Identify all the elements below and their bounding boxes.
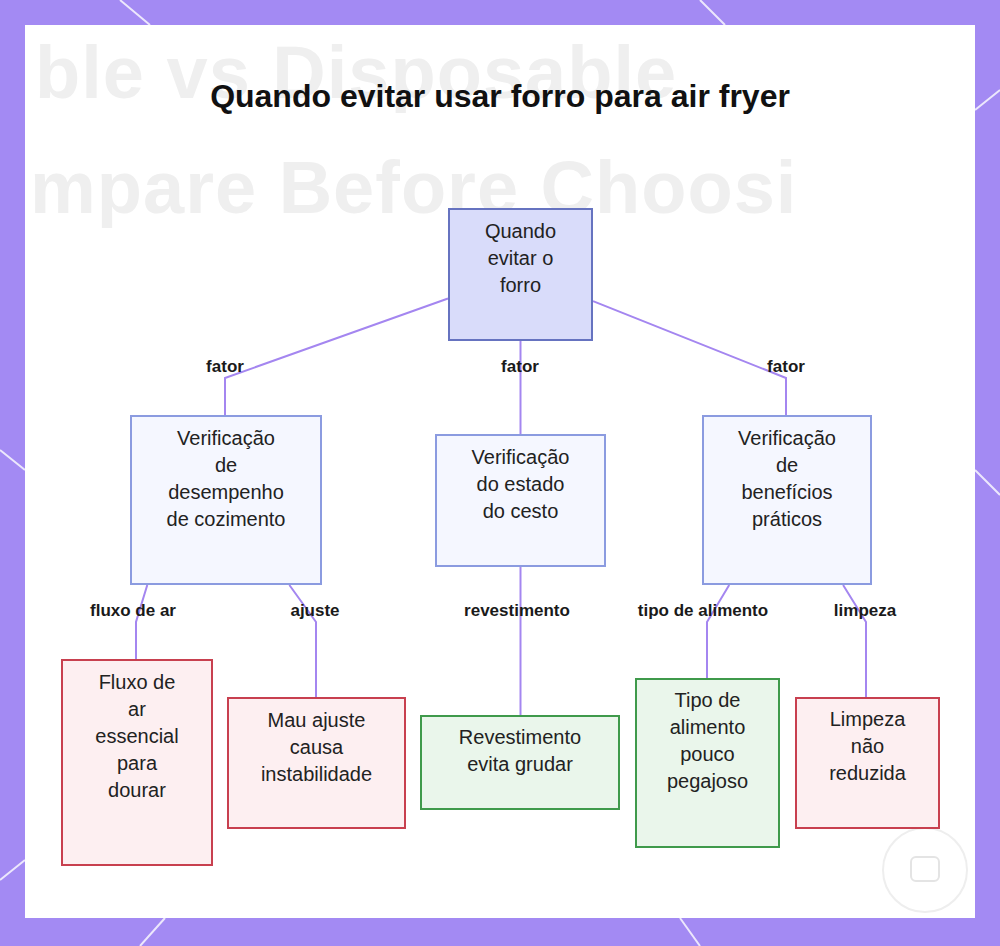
edge-label: limpeza	[834, 601, 896, 621]
edge-label: revestimento	[464, 601, 570, 621]
outcome-box: Tipo de alimento pouco pegajoso	[635, 678, 780, 848]
edge-label: fluxo de ar	[90, 601, 176, 621]
edge-label: fator	[206, 357, 244, 377]
node-text: Revestimento evita grudar	[440, 724, 600, 778]
outcome-box: Revestimento evita grudar	[420, 715, 620, 810]
outcome-box: Mau ajuste causa instabilidade	[227, 697, 406, 829]
watermark-text: mpare Before Choosi	[30, 145, 797, 230]
outcome-box: Fluxo de ar essencial para dourar	[61, 659, 213, 866]
connector	[136, 585, 147, 659]
node-text: Quando evitar o forro	[474, 218, 567, 299]
node-text: Verificação de benefícios práticos	[731, 425, 843, 533]
node-text: Mau ajuste causa instabilidade	[255, 707, 378, 788]
node-text: Tipo de alimento pouco pegajoso	[659, 687, 756, 795]
node-text: Verificação de desempenho de cozimento	[165, 425, 287, 533]
diagram-title: Quando evitar usar forro para air fryer	[200, 76, 800, 116]
connector	[520, 341, 522, 434]
logo-mark	[911, 857, 939, 881]
node-text: Fluxo de ar essencial para dourar	[91, 669, 183, 804]
factor-box: Verificação de desempenho de cozimento	[130, 415, 322, 585]
edge-label: ajuste	[290, 601, 339, 621]
connector	[225, 298, 448, 415]
edge-label: tipo de alimento	[638, 601, 768, 621]
connector	[520, 567, 522, 715]
connector	[707, 585, 729, 678]
logo-mark	[883, 828, 967, 912]
node-text: Limpeza não reduzida	[821, 706, 914, 787]
connector	[593, 301, 786, 415]
outcome-box: Limpeza não reduzida	[795, 697, 940, 829]
factor-box: Verificação do estado do cesto	[435, 434, 606, 567]
root-box: Quando evitar o forro	[448, 208, 593, 341]
node-text: Verificação do estado do cesto	[464, 444, 577, 525]
edge-label: fator	[767, 357, 805, 377]
edge-label: fator	[501, 357, 539, 377]
factor-box: Verificação de benefícios práticos	[702, 415, 872, 585]
